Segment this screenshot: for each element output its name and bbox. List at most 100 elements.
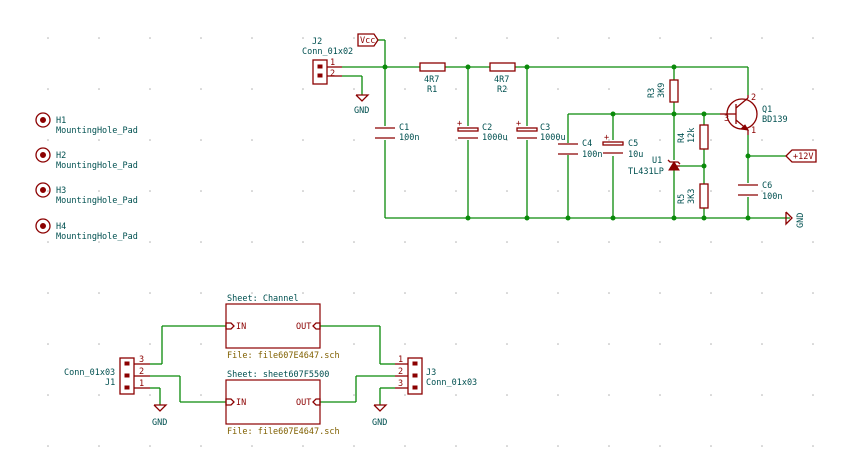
r5-ref: R5 — [677, 194, 687, 204]
r1-ref: R1 — [427, 85, 437, 95]
svg-text:+: + — [604, 133, 609, 143]
mounting-hole-h3[interactable]: H3 MountingHole_Pad — [35, 182, 138, 206]
c6-ref: C6 — [762, 181, 772, 191]
sheet1-file: File: file607E4647.sch — [227, 351, 340, 361]
c4-value: 100n — [582, 150, 602, 160]
h4-value: MountingHole_Pad — [56, 232, 138, 242]
c5-ref: C5 — [628, 139, 638, 149]
c3-ref: C3 — [540, 123, 550, 133]
gnd-text-j1: GND — [152, 418, 167, 428]
gnd-text-rail: GND — [796, 213, 806, 228]
h2-value: MountingHole_Pad — [56, 161, 138, 171]
j1-pin1: 1 — [139, 379, 144, 389]
junctions — [382, 64, 751, 221]
connector-j1[interactable]: 3 2 1 Conn_01x03 J1 — [64, 355, 150, 395]
gnd-symbol-j3[interactable]: GND — [372, 404, 388, 428]
j2-pin1: 1 — [330, 58, 335, 68]
r2-ref: R2 — [497, 85, 507, 95]
h4-ref: H4 — [56, 222, 66, 232]
r4-value: 12k — [687, 128, 697, 143]
j1-ref: J1 — [105, 378, 115, 388]
c1-value: 100n — [399, 133, 419, 143]
sheet2-out: OUT — [296, 398, 311, 408]
grid-dots — [47, 37, 814, 447]
c5-value: 10u — [628, 150, 643, 160]
wires — [150, 39, 790, 405]
r3-value: 3K9 — [657, 83, 667, 98]
gnd-text-j2: GND — [354, 106, 369, 116]
gnd-symbol-j1[interactable]: GND — [152, 404, 168, 428]
gnd-symbol-rail[interactable]: GND — [785, 211, 806, 228]
sheet2-file: File: file607E4647.sch — [227, 427, 340, 437]
j3-pin3: 3 — [398, 379, 403, 389]
resistor-r4[interactable]: R4 12k — [677, 124, 709, 150]
connector-j2[interactable]: 1 2 J2 Conn_01x02 — [302, 37, 353, 85]
c2-value: 1000u — [482, 133, 508, 143]
r5-value: 3K3 — [687, 189, 697, 204]
h2-ref: H2 — [56, 151, 66, 161]
capacitor-c6[interactable]: C6 100n — [738, 181, 782, 202]
h3-ref: H3 — [56, 186, 66, 196]
q1-pin2: 2 — [751, 93, 756, 103]
plus12v-label[interactable]: +12V — [785, 149, 817, 163]
j2-value: Conn_01x02 — [302, 47, 353, 57]
c3-value: 1000u — [540, 133, 566, 143]
resistor-r2[interactable]: 4R7 R2 — [489, 62, 516, 95]
vcc-label[interactable]: Vcc — [357, 33, 379, 47]
mounting-hole-h4[interactable]: H4 MountingHole_Pad — [35, 218, 138, 242]
r4-ref: R4 — [677, 133, 687, 143]
j3-value: Conn_01x03 — [426, 378, 477, 388]
c2-ref: C2 — [482, 123, 492, 133]
sheet1-in: IN — [236, 322, 246, 332]
capacitor-c2[interactable]: + C2 1000u — [457, 119, 508, 143]
r2-value: 4R7 — [494, 75, 509, 85]
plus12v-text: +12V — [793, 152, 813, 162]
r3-ref: R3 — [647, 88, 657, 98]
h3-value: MountingHole_Pad — [56, 196, 138, 206]
r1-value: 4R7 — [424, 75, 439, 85]
sheet2-name: Sheet: sheet607F5500 — [227, 370, 329, 380]
resistor-r1[interactable]: 4R7 R1 — [419, 62, 446, 95]
mounting-hole-h1[interactable]: H1 MountingHole_Pad — [35, 112, 138, 136]
j3-ref: J3 — [426, 368, 436, 378]
vcc-text: Vcc — [360, 36, 375, 46]
j1-value: Conn_01x03 — [64, 368, 115, 378]
shunt-reference-u1[interactable]: U1 TL431LP — [628, 156, 681, 177]
connector-j3[interactable]: 1 2 3 J3 Conn_01x03 — [395, 355, 477, 395]
u1-value: TL431LP — [628, 167, 664, 177]
j2-pin2: 2 — [330, 69, 335, 79]
capacitor-c4[interactable]: C4 100n — [558, 139, 602, 160]
sheet1-name: Sheet: Channel — [227, 294, 299, 304]
capacitor-c1[interactable]: C1 100n — [375, 123, 419, 143]
svg-text:+: + — [516, 119, 521, 129]
h1-value: MountingHole_Pad — [56, 126, 138, 136]
q1-ref: Q1 — [762, 105, 772, 115]
j3-pin2: 2 — [398, 367, 403, 377]
c4-ref: C4 — [582, 139, 592, 149]
svg-text:+: + — [457, 119, 462, 129]
j1-pin3: 3 — [139, 355, 144, 365]
j1-pin2: 2 — [139, 367, 144, 377]
mounting-hole-h2[interactable]: H2 MountingHole_Pad — [35, 147, 138, 171]
resistor-r5[interactable]: R5 3K3 — [677, 183, 709, 209]
gnd-symbol-j2[interactable]: GND — [354, 94, 370, 116]
c6-value: 100n — [762, 192, 782, 202]
h1-ref: H1 — [56, 116, 66, 126]
j3-pin1: 1 — [398, 355, 403, 365]
transistor-q1[interactable]: 3 2 1 Q1 BD139 — [720, 93, 788, 136]
q1-value: BD139 — [762, 115, 788, 125]
sheet2-in: IN — [236, 398, 246, 408]
sheet-second[interactable]: Sheet: sheet607F5500 File: file607E4647.… — [225, 370, 340, 437]
u1-ref: U1 — [652, 156, 662, 166]
resistor-r3[interactable]: R3 3K9 — [647, 79, 679, 103]
q1-pin1: 1 — [751, 126, 756, 136]
j2-ref: J2 — [312, 37, 322, 47]
capacitor-c3[interactable]: + C3 1000u — [516, 119, 566, 143]
q1-pin3: 3 — [724, 114, 729, 124]
sheet1-out: OUT — [296, 322, 311, 332]
c1-ref: C1 — [399, 123, 409, 133]
capacitor-c5[interactable]: + C5 10u — [602, 133, 643, 160]
gnd-text-j3: GND — [372, 418, 387, 428]
sheet-channel[interactable]: Sheet: Channel File: file607E4647.sch IN… — [225, 294, 340, 361]
